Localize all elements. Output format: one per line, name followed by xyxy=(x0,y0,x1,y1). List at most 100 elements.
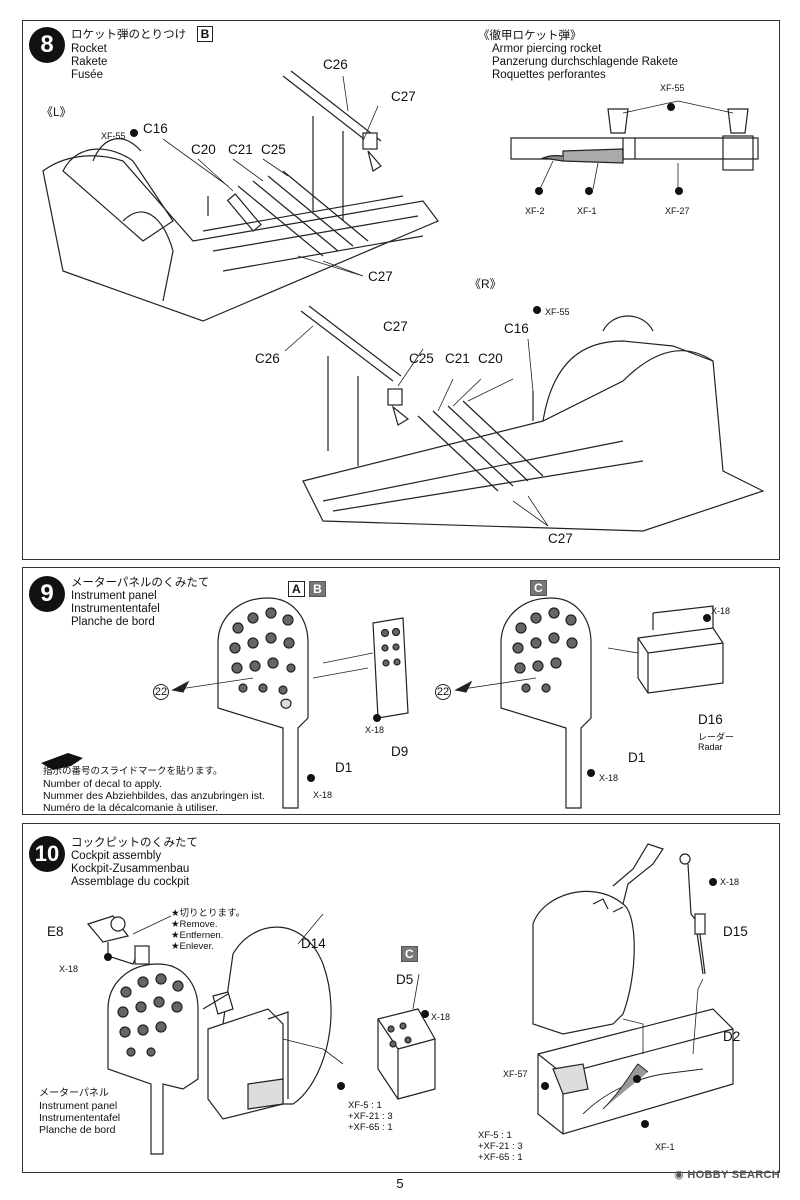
part-c27-right-top: C27 xyxy=(383,319,408,334)
step-title-jp: コックピットのくみたて xyxy=(71,835,198,849)
panel-label-de: Instrumententafel xyxy=(39,1112,121,1124)
step-8-panel: 8 ロケット弾のとりつけ B Rocket Rakete Fusée 《L》 《… xyxy=(22,20,780,560)
panel-label-en: Instrument panel xyxy=(39,1100,118,1112)
variant-badge-c: C xyxy=(401,946,418,962)
watermark-logo-icon: ◉ xyxy=(674,1169,688,1181)
paint-xf1: XF-1 xyxy=(655,1142,675,1152)
step-title-en: Instrument panel xyxy=(71,590,157,602)
part-c20-left: C20 xyxy=(191,142,216,157)
mix-2-line-3: +XF-65 : 1 xyxy=(478,1152,523,1163)
part-c16-left: C16 xyxy=(143,121,168,136)
mix-1-line-1: XF-5 : 1 xyxy=(348,1100,382,1111)
left-side-label: 《L》 xyxy=(41,105,72,119)
panel-label-fr: Planche de bord xyxy=(39,1124,116,1136)
paint-x18-b: X-18 xyxy=(431,1012,451,1022)
paint-x18-c: X-18 xyxy=(599,773,619,783)
paint-xf55-c: XF-55 xyxy=(545,307,570,317)
step-title-fr: Assemblage du cockpit xyxy=(71,876,190,888)
variant-badge-b: B xyxy=(309,581,326,597)
mix-1-line-2: +XF-21 : 3 xyxy=(348,1111,393,1122)
variant-badge: B xyxy=(196,26,214,42)
radar-label: Radar xyxy=(698,742,723,752)
part-e8: E8 xyxy=(47,924,64,939)
step-title-en: Cockpit assembly xyxy=(71,850,162,862)
mix-1-line-3: +XF-65 : 1 xyxy=(348,1122,393,1133)
variant-badge-c: C xyxy=(530,580,547,596)
paint-mix-2: XF-5 : 1 +XF-21 : 3 +XF-65 : 1 xyxy=(478,1130,523,1163)
step-title-de: Instrumententafel xyxy=(71,603,160,615)
right-side-label: 《R》 xyxy=(469,277,502,291)
part-d1-a: D1 xyxy=(335,760,353,775)
decal-note-jp: 指示の番号のスライドマークを貼ります。 xyxy=(43,766,223,777)
radar-label-jp: レーダー xyxy=(698,733,735,743)
armor-title-en: Armor piercing rocket xyxy=(492,43,602,55)
part-d9: D9 xyxy=(391,744,409,759)
part-c26-left: C26 xyxy=(323,57,348,72)
variant-badges-ab: A B xyxy=(288,580,326,598)
paint-xf1: XF-1 xyxy=(577,206,597,216)
part-d15: D15 xyxy=(723,924,748,939)
step-number: 8 xyxy=(29,27,65,63)
armor-title-fr: Roquettes perforantes xyxy=(492,69,606,81)
part-c21-left: C21 xyxy=(228,142,253,157)
step-title-block: メーターパネルのくみたて Instrument panel Instrument… xyxy=(71,574,209,629)
part-c27-right-bottom: C27 xyxy=(548,531,573,546)
paint-x18-c: X-18 xyxy=(720,877,740,887)
page-number: 5 xyxy=(396,1176,404,1191)
armor-title-jp: 《徹甲ロケット弾》 xyxy=(478,28,582,42)
paint-x18-a: X-18 xyxy=(365,725,385,735)
paint-xf27: XF-27 xyxy=(665,206,690,216)
decal-note-block: 指示の番号のスライドマークを貼ります。 Number of decal to a… xyxy=(43,766,265,814)
part-c25-right: C25 xyxy=(409,351,434,366)
step-title-block: コックピットのくみたて Cockpit assembly Kockpit-Zus… xyxy=(71,834,198,889)
cut-note-de: ★Entfernen. xyxy=(171,930,224,941)
part-d5: D5 xyxy=(396,972,414,987)
watermark: ◉ HOBBY SEARCH xyxy=(674,1168,780,1181)
part-d16: D16 xyxy=(698,712,723,727)
paint-xf55-b: XF-55 xyxy=(660,83,685,93)
paint-xf55-a: XF-55 xyxy=(101,131,126,141)
paint-mix-1: XF-5 : 1 +XF-21 : 3 +XF-65 : 1 xyxy=(348,1100,393,1133)
part-d2: D2 xyxy=(723,1029,741,1044)
step-10-panel: 10 コックピットのくみたて Cockpit assembly Kockpit-… xyxy=(22,823,780,1173)
step-10-drawing xyxy=(86,843,734,1155)
paint-x18-d: X-18 xyxy=(711,606,731,616)
part-c21-right: C21 xyxy=(445,351,470,366)
step-title-de: Rakete xyxy=(71,56,108,68)
panel-label-block: メーターパネル Instrument panel Instrumententaf… xyxy=(39,1088,120,1136)
cut-note-jp: ★切りとります。 xyxy=(171,908,246,919)
part-d1-c: D1 xyxy=(628,750,646,765)
step-title-jp: ロケット弾のとりつけ xyxy=(71,27,187,41)
armor-rocket-title-block: 《徹甲ロケット弾》 Armor piercing rocket Panzerun… xyxy=(478,27,678,82)
step-title-en: Rocket xyxy=(71,43,107,55)
paint-x18-a: X-18 xyxy=(59,964,79,974)
part-c20-right: C20 xyxy=(478,351,503,366)
panel-label-jp: メーターパネル xyxy=(39,1088,109,1099)
step-9-drawing xyxy=(41,597,724,809)
decal-number-22-left: 22 xyxy=(153,684,169,700)
decal-note-de: Nummer des Abziehbildes, das anzubringen… xyxy=(43,790,265,802)
step-title-fr: Planche de bord xyxy=(71,616,155,628)
step-title-fr: Fusée xyxy=(71,69,103,81)
cut-note-en: ★Remove. xyxy=(171,919,218,930)
cut-note-fr: ★Enlever. xyxy=(171,941,214,952)
step-number: 9 xyxy=(29,576,65,612)
armor-title-de: Panzerung durchschlagende Rakete xyxy=(492,56,679,68)
part-c26-right: C26 xyxy=(255,351,280,366)
step-9-panel: 9 メーターパネルのくみたて Instrument panel Instrume… xyxy=(22,567,780,815)
part-d14: D14 xyxy=(301,936,326,951)
cut-note-block: ★切りとります。 ★Remove. ★Entfernen. ★Enlever. xyxy=(171,908,245,952)
step-8-drawing xyxy=(42,70,765,532)
step-title-block: ロケット弾のとりつけ B Rocket Rakete Fusée xyxy=(71,25,214,82)
part-c16-right: C16 xyxy=(504,321,529,336)
paint-x18-b: X-18 xyxy=(313,790,333,800)
part-c27-left-bottom: C27 xyxy=(368,269,393,284)
paint-xf2: XF-2 xyxy=(525,206,545,216)
mix-2-line-1: XF-5 : 1 xyxy=(478,1130,512,1141)
decal-number-22-right: 22 xyxy=(435,684,451,700)
step-number: 10 xyxy=(29,836,65,872)
step-title-jp: メーターパネルのくみたて xyxy=(71,575,210,589)
variant-badge-a: A xyxy=(288,581,305,597)
step-title-de: Kockpit-Zusammenbau xyxy=(71,863,190,875)
watermark-text: HOBBY SEARCH xyxy=(687,1169,780,1181)
